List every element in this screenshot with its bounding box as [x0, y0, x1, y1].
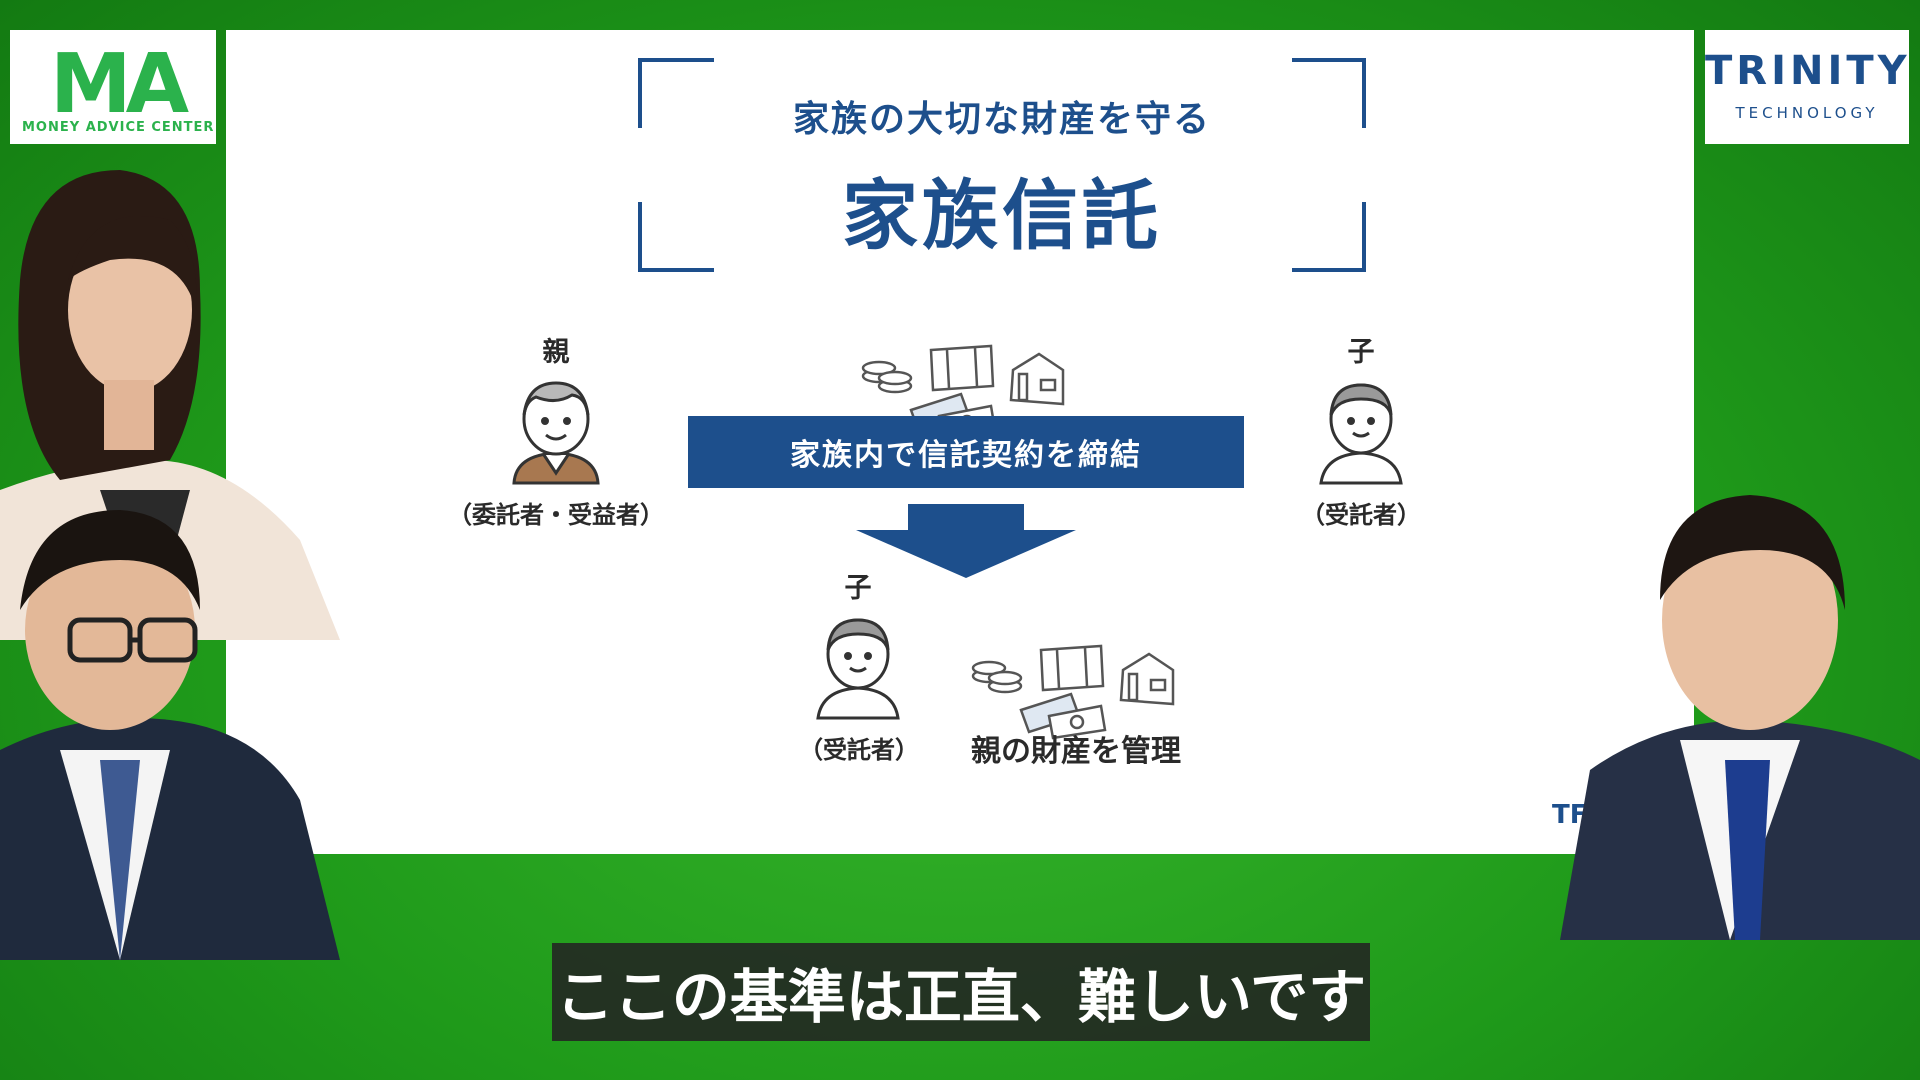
- person-man-glasses: [0, 510, 340, 960]
- trinity-name: TRINITY: [1705, 48, 1911, 94]
- child-role-bottom: （受託者）: [799, 736, 919, 764]
- presentation-slide: 家族の大切な財産を守る 家族信託 親 （委託者・受益者） 子: [226, 30, 1694, 854]
- slide-title-sub: 家族の大切な財産を守る: [792, 99, 1211, 140]
- person-man-right: [1560, 495, 1920, 940]
- child-icon-top: [1319, 383, 1403, 485]
- money-advice-center-logo: MA MONEY ADVICE CENTER: [10, 30, 216, 144]
- assets-icon-bottom: [971, 644, 1175, 740]
- caption-subtitle: ここの基準は正直、難しいです: [552, 943, 1370, 1041]
- down-arrow-icon: [856, 504, 1076, 578]
- trust-contract-banner: 家族内で信託契約を締結: [688, 416, 1244, 488]
- slide-title-main: 家族信託: [842, 171, 1162, 260]
- title-bracket-frame: [638, 58, 1366, 272]
- parent-icon: [512, 381, 600, 485]
- child-label-top: 子: [1347, 337, 1375, 368]
- parent-role: （委託者・受益者）: [448, 501, 664, 529]
- trinity-technology-logo: TRINITY TECHNOLOGY: [1705, 30, 1909, 144]
- child-role-top: （受託者）: [1301, 501, 1421, 529]
- manage-assets-label: 親の財産を管理: [971, 734, 1181, 769]
- ma-letters: MA: [50, 37, 189, 132]
- child-label-bottom: 子: [844, 573, 872, 604]
- ma-subtitle: MONEY ADVICE CENTER: [22, 120, 215, 135]
- trinity-subtitle: TECHNOLOGY: [1735, 104, 1879, 122]
- child-icon-bottom: [816, 618, 900, 720]
- parent-label: 親: [542, 337, 570, 368]
